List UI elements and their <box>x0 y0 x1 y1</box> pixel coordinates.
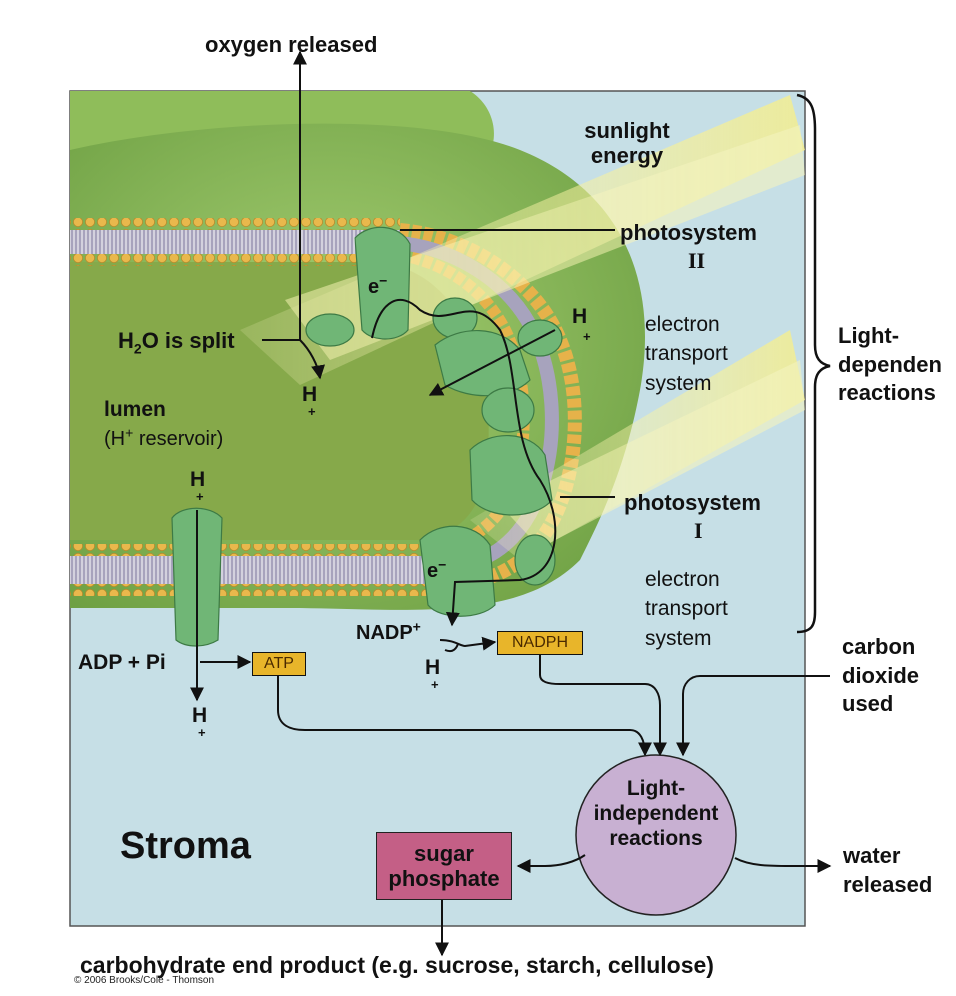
h-ion-top-right: H <box>572 305 588 328</box>
sunlight-energy-label: sunlight energy <box>584 118 670 169</box>
photosystem-ii-protein <box>354 226 411 340</box>
carbon-dioxide-used-label: carbon dioxide used <box>842 634 920 717</box>
water-output-arrow <box>734 857 832 873</box>
adp-pi-label: ADP + Pi <box>78 651 166 674</box>
photosystem-ii-number: II <box>688 248 706 273</box>
h-ion-channel: H <box>190 468 206 491</box>
h2o-split-label: H2O is split <box>118 328 235 357</box>
lumen-reservoir-label: (H+ reservoir) <box>104 424 224 450</box>
nadph-box: NADPH <box>497 631 583 655</box>
electron-transport-system-1-label: electron transport system <box>645 313 728 395</box>
electron-transport-system-2-label: electron transport system <box>645 568 728 650</box>
copyright-notice: © 2006 Brooks/Cole - Thomson <box>74 975 215 986</box>
photosystem-i-number: I <box>694 518 703 543</box>
light-dependent-brace <box>796 93 831 634</box>
membrane-upper-outer <box>70 218 400 230</box>
co2-arrow <box>676 675 830 757</box>
stroma-label: Stroma <box>120 825 251 867</box>
h-ion-lumen: H <box>302 383 318 406</box>
membrane-upper-tails <box>70 230 400 254</box>
h-ion-bottom: H <box>192 704 208 727</box>
lumen-label: lumen <box>104 398 166 421</box>
sugar-phosphate-box: sugar phosphate <box>376 832 512 900</box>
carbohydrate-end-product-label: carbohydrate end product (e.g. sucrose, … <box>80 952 714 978</box>
h-ion-nadp: H <box>425 656 441 679</box>
membrane-proteins <box>171 226 563 647</box>
electron-bottom-label: e− <box>427 556 447 582</box>
electron-path <box>371 299 557 627</box>
oxygen-released-label: oxygen released <box>205 32 378 57</box>
electron-top-label: e− <box>368 272 388 298</box>
light-independent-reactions-label: Light- independent reactions <box>593 777 719 851</box>
membrane-upper-inner <box>70 254 400 266</box>
water-released-label: water released <box>843 843 933 897</box>
photosystem-i-label: photosystem <box>624 490 761 515</box>
sugar-output-arrow <box>516 854 586 873</box>
nadp-label: NADP+ <box>356 618 421 644</box>
light-dependent-reactions-label: Light- dependen reactions <box>838 323 942 406</box>
membrane-lower-outer <box>70 584 450 596</box>
photosystem-i-protein <box>469 435 553 516</box>
atp-box: ATP <box>252 652 306 676</box>
photosystem-ii-label: photosystem <box>620 220 757 245</box>
h-release-arrow <box>299 339 325 380</box>
atp-to-calvin-arrow <box>277 675 652 757</box>
membrane-lower-inner <box>70 544 450 556</box>
nadph-to-calvin-arrow <box>539 655 667 757</box>
nadp-arrow <box>439 636 497 651</box>
membrane-lower-tails <box>70 556 450 584</box>
proton-pump-arrow <box>428 329 556 396</box>
light-independent-circle <box>575 754 737 916</box>
